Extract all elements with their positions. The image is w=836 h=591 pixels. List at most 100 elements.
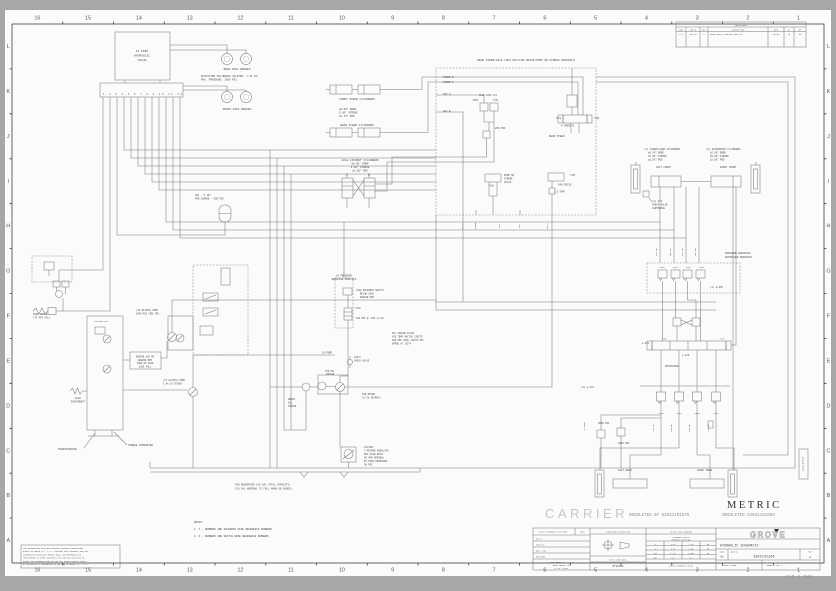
schematic-label: REDUCING MANIFOLD bbox=[332, 278, 357, 281]
schematic-label: ±.127 bbox=[670, 553, 675, 555]
schematic-label: Y220 SOLENOID SHIFTS bbox=[356, 289, 384, 292]
schematic-label: P-3700 bbox=[583, 421, 586, 430]
schematic-label: NOTES: bbox=[194, 521, 203, 524]
schematic-label: Y179 bbox=[355, 307, 361, 310]
grid-row-label: A bbox=[6, 538, 10, 544]
schematic-label: Y162 bbox=[672, 266, 678, 269]
schematic-label: ±.25 bbox=[671, 548, 675, 550]
grid-col-label: 6 bbox=[543, 16, 546, 22]
schematic-label: OUTRIGGER MANIFOLD bbox=[725, 256, 753, 259]
schematic-label: SHEET 1 OF 1 bbox=[766, 564, 782, 567]
schematic-label: LO PRESSURE bbox=[336, 275, 352, 278]
grid-col-label: 14 bbox=[136, 16, 142, 22]
grid-col-label: 16 bbox=[34, 16, 40, 22]
schematic-label: DRAIN bbox=[288, 398, 296, 401]
grid-row-label: L bbox=[827, 44, 830, 50]
schematic-label: A bbox=[809, 556, 811, 559]
schematic-label: Y163 bbox=[694, 412, 700, 415]
schematic-label: AIR TEMP SWITCH LIMITS bbox=[392, 336, 423, 339]
schematic-label: SIZE bbox=[720, 552, 724, 554]
schematic-label: 52.00" STROKE bbox=[710, 155, 729, 158]
grid-col-label: 7 bbox=[493, 568, 496, 574]
schematic-label: ø6.00" BORE bbox=[351, 162, 369, 166]
grid-row-label: B bbox=[6, 493, 10, 499]
schematic-label: RT3 OR bbox=[688, 424, 691, 432]
schematic-label: Y158 bbox=[472, 99, 478, 102]
schematic-label: MM bbox=[707, 544, 709, 546]
schematic-label: ZONE bbox=[679, 29, 683, 31]
grid-col-label: 13 bbox=[187, 16, 193, 22]
schematic-label: PARK BRAKE bbox=[33, 313, 48, 316]
grid-col-label: 6 bbox=[543, 568, 546, 574]
schematic-label: BY-PASS PRESSURE: bbox=[364, 460, 388, 463]
schematic-label: # CROSS B bbox=[561, 125, 574, 128]
schematic-label: CHECK VALVE bbox=[354, 360, 370, 363]
schematic-label: R bbox=[368, 174, 370, 177]
grid-col-label: 3 bbox=[696, 16, 699, 22]
grid-col-label: 1 bbox=[797, 568, 800, 574]
schematic-label: 1950 NO LOAD bbox=[137, 362, 154, 365]
schematic-label: CAD-1 DWG bbox=[786, 574, 812, 580]
schematic-label: 240-300 PSI bbox=[94, 320, 109, 323]
schematic-label: LT3 MT bbox=[652, 424, 655, 432]
schematic-label: .XX bbox=[653, 548, 657, 550]
grid-col-label: 12 bbox=[237, 568, 243, 574]
schematic-label: REAR STEER bbox=[549, 135, 565, 138]
schematic-label: (4) EXTENSION CYLINDERS bbox=[706, 148, 741, 151]
schematic-label: VOL - 5 IN³ bbox=[195, 194, 211, 197]
schematic-label: ENGINE 130 HP bbox=[136, 356, 155, 359]
schematic-label: Y178 bbox=[658, 412, 664, 415]
grid-row-label: K bbox=[827, 89, 831, 95]
grid-row-label: F bbox=[7, 314, 11, 320]
schematic-label: OTHERWISE SPECIFIED bbox=[671, 539, 690, 541]
schematic-label: ANG bbox=[653, 556, 656, 559]
schematic-label: ADDED NOTE & REVISED PART NO bbox=[710, 33, 743, 36]
schematic-label: ±.10 bbox=[689, 544, 693, 546]
grid-col-label: 2 bbox=[746, 16, 749, 22]
grid-row-label: H bbox=[827, 224, 831, 230]
grid-row-label: C bbox=[6, 448, 10, 454]
schematic-label: AXLE LOCK VLV bbox=[479, 94, 498, 97]
schematic-label: (6 CU IN/REV) bbox=[362, 397, 381, 400]
grid-col-label: 14 bbox=[136, 568, 142, 574]
grid-col-label: 5 bbox=[594, 16, 597, 22]
schematic-label: RIGHTS OF GROVE U.S. L.L.C. NEITHER THIS… bbox=[23, 550, 89, 553]
schematic-label: 1. Y - NUMBERS ARE SOLENOID WIRE REFEREN… bbox=[194, 528, 272, 531]
schematic-label: OBSOLETES 62841101503 bbox=[722, 514, 775, 518]
grid-col-label: 10 bbox=[339, 16, 345, 22]
grid-col-label: 1 bbox=[797, 16, 800, 22]
schematic-label: DR BY bbox=[536, 537, 543, 540]
grid-row-label: H bbox=[6, 224, 10, 230]
schematic-label: SHADY GROVE, PA bbox=[552, 564, 570, 567]
schematic-label: THE INFORMATION DISCLOSED HEREIN INCLUDE… bbox=[23, 547, 84, 550]
schematic-label: PRE-CHARGE - 600 PSI bbox=[195, 198, 224, 201]
schematic-label: EXT MT bbox=[655, 248, 658, 256]
schematic-label: C-8 bbox=[679, 33, 683, 36]
grid-col-label: 4 bbox=[645, 16, 648, 22]
schematic-label: MATL SPEC bbox=[536, 549, 547, 552]
grid-row-label: E bbox=[6, 358, 10, 364]
schematic-label: REV bbox=[808, 552, 812, 554]
schematic-label: MM bbox=[707, 548, 709, 550]
schematic-label: Y176 bbox=[719, 338, 725, 341]
schematic-label: 9/8/98 bbox=[773, 33, 781, 36]
schematic-label: 185 PSI @ .032 L3-1H bbox=[356, 317, 384, 320]
grid-row-label: L bbox=[7, 44, 10, 50]
schematic-label: VALVE bbox=[137, 59, 146, 62]
schematic-label: CHKD BY bbox=[536, 543, 545, 546]
schematic-label: ACTUATION VOL/BRAKE CALIPER: 1.26 IN³ bbox=[201, 74, 259, 78]
schematic-label: 30 PSI bbox=[364, 464, 373, 467]
schematic-label: 850 PSI bbox=[495, 127, 506, 130]
schematic-label: © 1998 GROVE U.S. L.L.C. bbox=[547, 561, 574, 564]
schematic-label: Y175 bbox=[698, 266, 704, 269]
schematic-label: LEFT FRONT bbox=[656, 166, 672, 169]
schematic-label: PRESSURE REDUCING bbox=[725, 252, 751, 255]
schematic-label: ENGINE RPM bbox=[360, 296, 374, 299]
schematic-label: OIL bbox=[288, 402, 293, 405]
schematic-label: FILTER: bbox=[364, 446, 374, 449]
schematic-label: STROKE bbox=[504, 178, 513, 181]
schematic-label: DWG NO bbox=[731, 552, 737, 554]
schematic-label: ø.313 bbox=[642, 342, 650, 345]
schematic-label: OUTRIGGER bbox=[665, 365, 679, 368]
schematic-label: 62841101568 bbox=[753, 555, 774, 559]
